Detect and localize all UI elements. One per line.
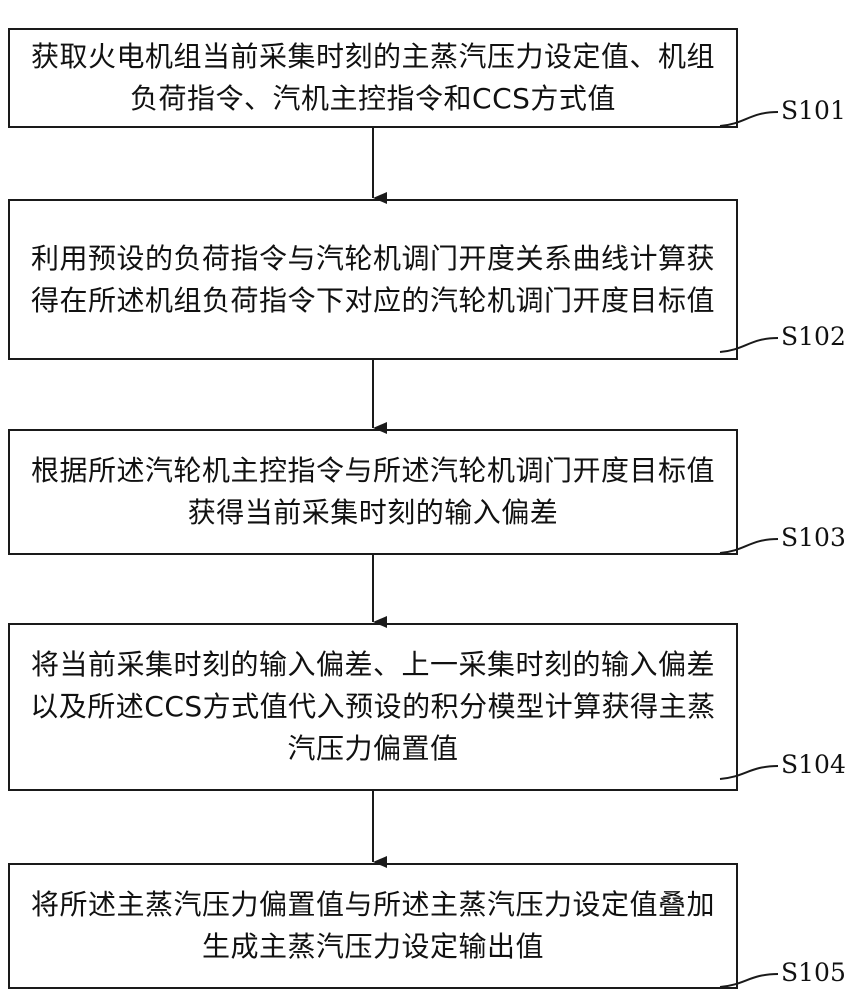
step-box-s103: 根据所述汽轮机主控指令与所述汽轮机调门开度目标值获得当前采集时刻的输入偏差 [8, 429, 738, 555]
step-label-s103: S103 [781, 523, 846, 552]
step-text-s102: 利用预设的负荷指令与汽轮机调门开度关系曲线计算获得在所述机组负荷指令下对应的汽轮… [30, 241, 715, 317]
step-label-s105: S105 [781, 958, 846, 987]
step-label-s102: S102 [781, 322, 846, 351]
step-text-s104: 将当前采集时刻的输入偏差、上一采集时刻的输入偏差以及所述CCS方式值代入预设的积… [30, 648, 716, 765]
step-box-s101: 获取火电机组当前采集时刻的主蒸汽压力设定值、机组负荷指令、汽机主控指令和CCS方… [8, 28, 738, 128]
step-label-s101: S101 [781, 96, 846, 125]
leader-s102 [719, 337, 779, 353]
step-box-s104: 将当前采集时刻的输入偏差、上一采集时刻的输入偏差以及所述CCS方式值代入预设的积… [8, 623, 738, 791]
leader-s105 [719, 973, 779, 988]
step-text-s101: 获取火电机组当前采集时刻的主蒸汽压力设定值、机组负荷指令、汽机主控指令和CCS方… [30, 40, 715, 115]
step-text-s105: 将所述主蒸汽压力偏置值与所述主蒸汽压力设定值叠加生成主蒸汽压力设定输出值 [30, 888, 715, 963]
step-label-s104: S104 [781, 750, 846, 779]
step-box-s105: 将所述主蒸汽压力偏置值与所述主蒸汽压力设定值叠加生成主蒸汽压力设定输出值 [8, 863, 738, 989]
step-box-s102: 利用预设的负荷指令与汽轮机调门开度关系曲线计算获得在所述机组负荷指令下对应的汽轮… [8, 199, 738, 360]
leader-s101 [719, 111, 779, 127]
step-text-s103: 根据所述汽轮机主控指令与所述汽轮机调门开度目标值获得当前采集时刻的输入偏差 [30, 454, 715, 529]
leader-s104 [719, 765, 779, 780]
leader-s103 [719, 538, 779, 554]
